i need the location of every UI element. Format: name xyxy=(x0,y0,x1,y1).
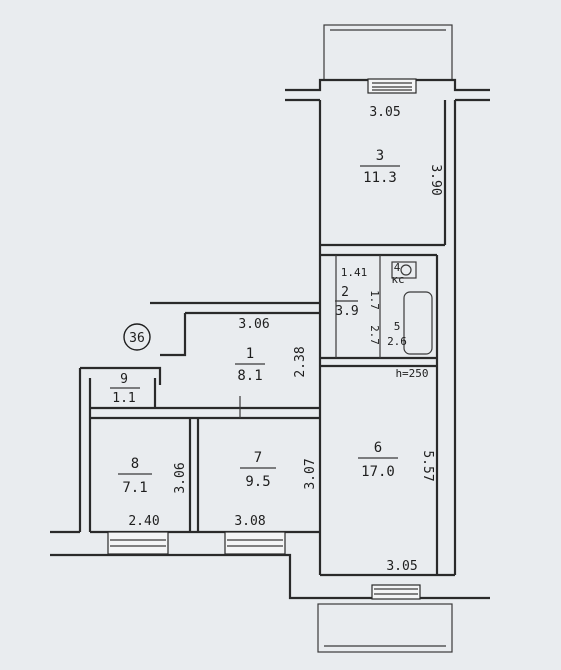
wall-hall-left xyxy=(160,313,187,357)
right-block-walls xyxy=(318,100,457,575)
room-5-id: 5 xyxy=(394,320,401,333)
dim-hall-width: 3.06 xyxy=(238,317,269,332)
room-5-area: 2.6 xyxy=(387,335,407,348)
room-4: 4 кс xyxy=(391,261,404,286)
wc-bowl xyxy=(400,264,412,276)
room-2-id: 2 xyxy=(341,285,349,300)
room-8-area: 7.1 xyxy=(122,480,147,496)
dim-room6-height: 5.57 xyxy=(420,450,435,481)
room-5: 5 2.6 xyxy=(387,320,407,348)
top-balcony xyxy=(323,24,453,81)
room-6-id: 6 xyxy=(374,440,382,456)
left-wing-walls xyxy=(78,301,320,532)
bottom-balcony xyxy=(317,603,453,653)
dim-right-bottom: 3.05 xyxy=(386,559,417,574)
dim-hall-height: 2.38 xyxy=(293,346,308,377)
wall-left-top xyxy=(80,366,162,385)
window-room7 xyxy=(224,531,286,555)
dim-room8-height: 3.06 xyxy=(173,462,188,493)
room-1-area: 8.1 xyxy=(237,368,262,384)
dim-room7-height: 3.07 xyxy=(303,458,318,489)
bottom-balcony-outline xyxy=(317,603,453,653)
room-4-label: кс xyxy=(391,273,404,286)
room-8-id: 8 xyxy=(131,456,139,472)
room-7-area: 9.5 xyxy=(245,474,270,490)
dim-small-17: 1.7 xyxy=(368,290,381,310)
room-1-id: 1 xyxy=(246,346,254,362)
window-room6 xyxy=(371,584,421,600)
flat-number-circle xyxy=(123,323,151,351)
room-9: 9 1.1 xyxy=(110,372,140,406)
room-2: 2 3.9 xyxy=(335,285,359,319)
flat-number-badge: 36 xyxy=(123,323,151,351)
dim-small-27: 2.7 xyxy=(368,325,381,345)
wall-bottom-left-outer xyxy=(50,553,320,600)
window-top xyxy=(367,78,417,94)
room-4-id: 4 xyxy=(394,261,401,274)
top-wall xyxy=(285,78,490,102)
room-8: 8 7.1 xyxy=(118,456,152,496)
room-7-id: 7 xyxy=(254,450,262,466)
room-9-area: 1.1 xyxy=(112,391,135,406)
bathtub xyxy=(391,261,433,355)
room-3-id: 3 xyxy=(376,148,384,164)
room-2-area: 3.9 xyxy=(335,304,358,319)
room-7: 7 9.5 xyxy=(240,450,276,490)
top-balcony-outline xyxy=(323,24,453,81)
dim-room3-height: 3.90 xyxy=(428,164,443,195)
dim-ceiling-height: h=250 xyxy=(395,367,428,380)
dim-top-width: 3.05 xyxy=(369,105,400,120)
dim-mid-bottom: 3.08 xyxy=(234,514,265,529)
room-3: 3 11.3 xyxy=(360,148,400,186)
flat-number: 36 xyxy=(129,331,145,346)
dim-left-bottom: 2.40 xyxy=(128,514,159,529)
room-6-area: 17.0 xyxy=(361,464,395,480)
room-6: 6 17.0 xyxy=(358,440,398,480)
room-9-id: 9 xyxy=(120,372,128,387)
dim-small-141: 1.41 xyxy=(341,266,368,279)
bathtub-outline xyxy=(403,291,433,355)
room-1: 1 8.1 xyxy=(235,346,265,384)
window-room8 xyxy=(107,531,169,555)
wc-fixture xyxy=(391,261,417,279)
room-3-area: 11.3 xyxy=(363,170,397,186)
bottom-wall xyxy=(50,530,490,600)
